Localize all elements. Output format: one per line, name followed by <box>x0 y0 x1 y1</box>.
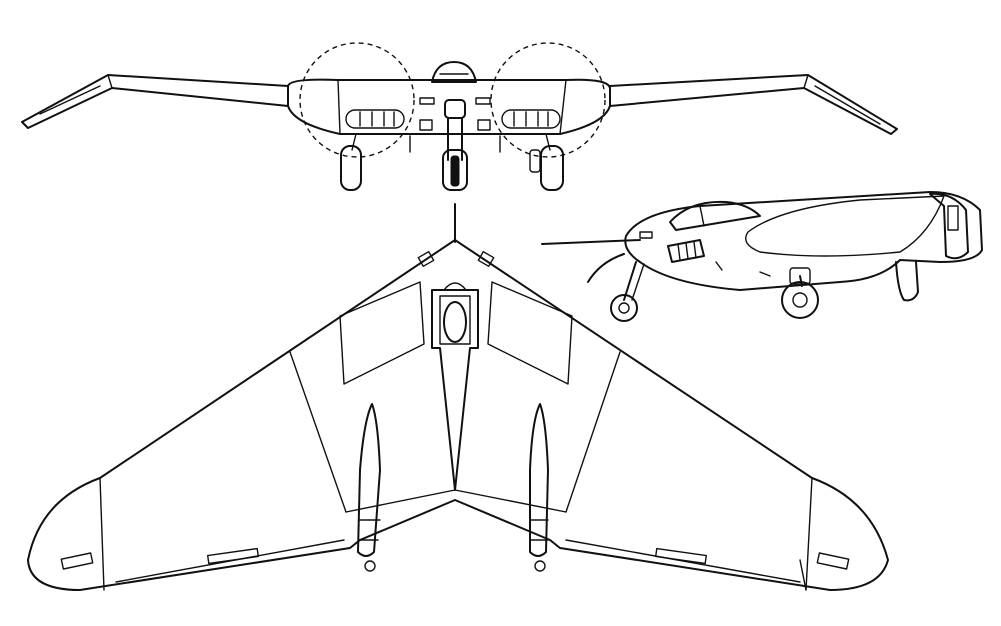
perspective-main-wheel <box>781 281 819 319</box>
plan-cockpit <box>443 301 467 343</box>
front-view <box>21 42 898 191</box>
front-center-section <box>287 78 611 135</box>
front-nose-wheel <box>442 149 468 191</box>
perspective-wing-body <box>624 191 983 291</box>
perspective-wingtip-fin <box>929 192 969 260</box>
front-left-intake <box>345 109 405 129</box>
front-right-wing <box>609 74 898 135</box>
plan-right-intake-panel <box>487 281 573 385</box>
perspective-canopy <box>669 200 761 231</box>
plan-right-nacelle <box>529 403 549 557</box>
plan-wing-outline <box>27 239 889 591</box>
perspective-propeller-blade <box>541 239 641 245</box>
plan-left-nacelle <box>357 403 381 557</box>
perspective-view <box>541 191 983 322</box>
right-propeller-disc <box>490 42 606 158</box>
front-cockpit-canopy <box>431 61 477 83</box>
perspective-intake <box>667 239 705 263</box>
front-left-main-wheel <box>340 145 362 191</box>
plan-left-intake-panel <box>339 281 425 385</box>
front-right-intake <box>501 109 561 129</box>
plan-fuselage <box>431 289 479 491</box>
plan-view <box>27 203 889 591</box>
left-propeller-disc <box>299 42 415 158</box>
front-left-wing <box>21 74 289 129</box>
perspective-nose-wheel <box>610 294 638 322</box>
front-right-main-wheel <box>540 145 564 191</box>
